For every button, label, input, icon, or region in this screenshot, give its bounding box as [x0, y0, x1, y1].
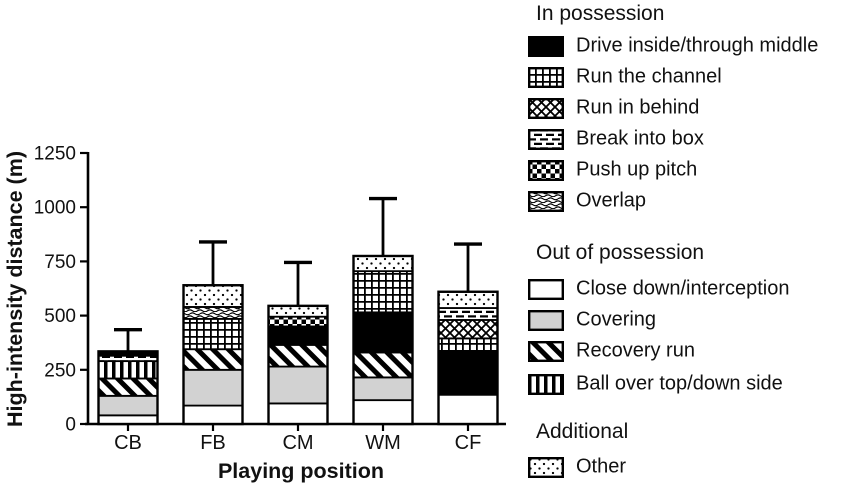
legend-swatch-push-up-pitch-icon [528, 160, 564, 181]
legend-item-label: Push up pitch [576, 158, 698, 181]
x-category-label: CF [455, 432, 482, 454]
legend-item-label: Break into box [576, 127, 704, 150]
legend-swatch-ball-over-top-icon [528, 374, 564, 395]
y-axis-tick-label: 750 [44, 252, 76, 273]
y-axis-tick-label: 500 [44, 306, 76, 327]
legend-item-label: Run in behind [576, 96, 700, 119]
legend-swatch-run-in-behind-icon [528, 98, 564, 119]
bar-WM-segment-drive_inside [352, 311, 414, 354]
x-category-label: CB [114, 432, 142, 454]
bar-FB-segment-other [182, 284, 244, 308]
x-category-label: WM [365, 432, 401, 454]
bar-WM-segment-other [352, 255, 414, 273]
legend-swatch-recovery-run-icon [528, 341, 564, 362]
bar-FB-segment-overlap [182, 306, 244, 320]
bar-FB-segment-run_channel [182, 317, 244, 351]
legend-item-label: Overlap [576, 189, 647, 212]
legend-panel: In possession Drive inside/through middl… [524, 0, 850, 494]
legend-item-label: Close down/interception [576, 277, 790, 300]
legend-item-label: Other [576, 455, 627, 478]
bar-FB-segment-recovery_run [182, 348, 244, 371]
legend-item-label: Run the channel [576, 65, 722, 88]
bar-FB-segment-close_down [182, 404, 244, 425]
bar-CM-segment-close_down [267, 402, 329, 425]
bar-WM-segment-covering [352, 376, 414, 402]
bar-CM-segment-recovery_run [267, 343, 329, 368]
bar-CB-segment-close_down [97, 414, 159, 425]
bar-CB-segment-recovery_run [97, 377, 159, 397]
bar-CM-segment-drive_inside [267, 325, 329, 346]
bar-CF-segment-run_channel [437, 337, 499, 353]
x-category-label: FB [200, 432, 226, 454]
legend-swatch-other-icon [528, 457, 564, 478]
y-axis-tick-label: 250 [44, 360, 76, 381]
legend-item-label: Drive inside/through middle [576, 34, 819, 57]
legend-swatch-covering-icon [528, 310, 564, 331]
bar-CB-segment-covering [97, 394, 159, 417]
bar-FB-segment-covering [182, 368, 244, 407]
bar-CF-segment-drive_inside [437, 350, 499, 396]
legend-swatch-drive-inside-icon [528, 36, 564, 57]
bar-WM-segment-run_channel [352, 270, 414, 314]
legend-swatch-break-into-box-icon [528, 129, 564, 150]
legend-item-label: Covering [576, 308, 657, 331]
bar-CB-segment-ball_over_top [97, 360, 159, 380]
legend-item-label: Ball over top/down side [576, 372, 783, 395]
legend-swatch-run-channel-icon [528, 67, 564, 88]
x-axis-title: Playing position [218, 459, 384, 483]
legend-header-out-of-possession: Out of possession [536, 241, 705, 264]
y-axis-tick-label: 1000 [34, 198, 76, 219]
bar-CM-segment-covering [267, 365, 329, 405]
legend-swatch-overlap-icon [528, 191, 564, 212]
legend-swatch-close-down-icon [528, 279, 564, 300]
y-axis-tick-label: 1250 [34, 144, 76, 165]
bar-CF-segment-run_in_behind [437, 319, 499, 340]
x-category-label: CM [282, 432, 313, 454]
bar-CF-segment-other [437, 290, 499, 309]
legend-item-label: Recovery run [576, 339, 695, 362]
bar-CF-segment-break_into_box [437, 307, 499, 321]
y-axis-tick-label: 0 [65, 415, 76, 436]
legend-header-in-possession: In possession [536, 2, 665, 25]
bar-WM-segment-close_down [352, 399, 414, 425]
bar-CF-segment-close_down [437, 393, 499, 425]
y-axis-title: High-intensity distance (m) [3, 151, 27, 427]
bar-WM-segment-recovery_run [352, 351, 414, 379]
bar-CM-segment-other [267, 304, 329, 318]
legend-header-additional: Additional [536, 420, 629, 443]
bar-CM-segment-push_up_pitch [267, 315, 329, 328]
